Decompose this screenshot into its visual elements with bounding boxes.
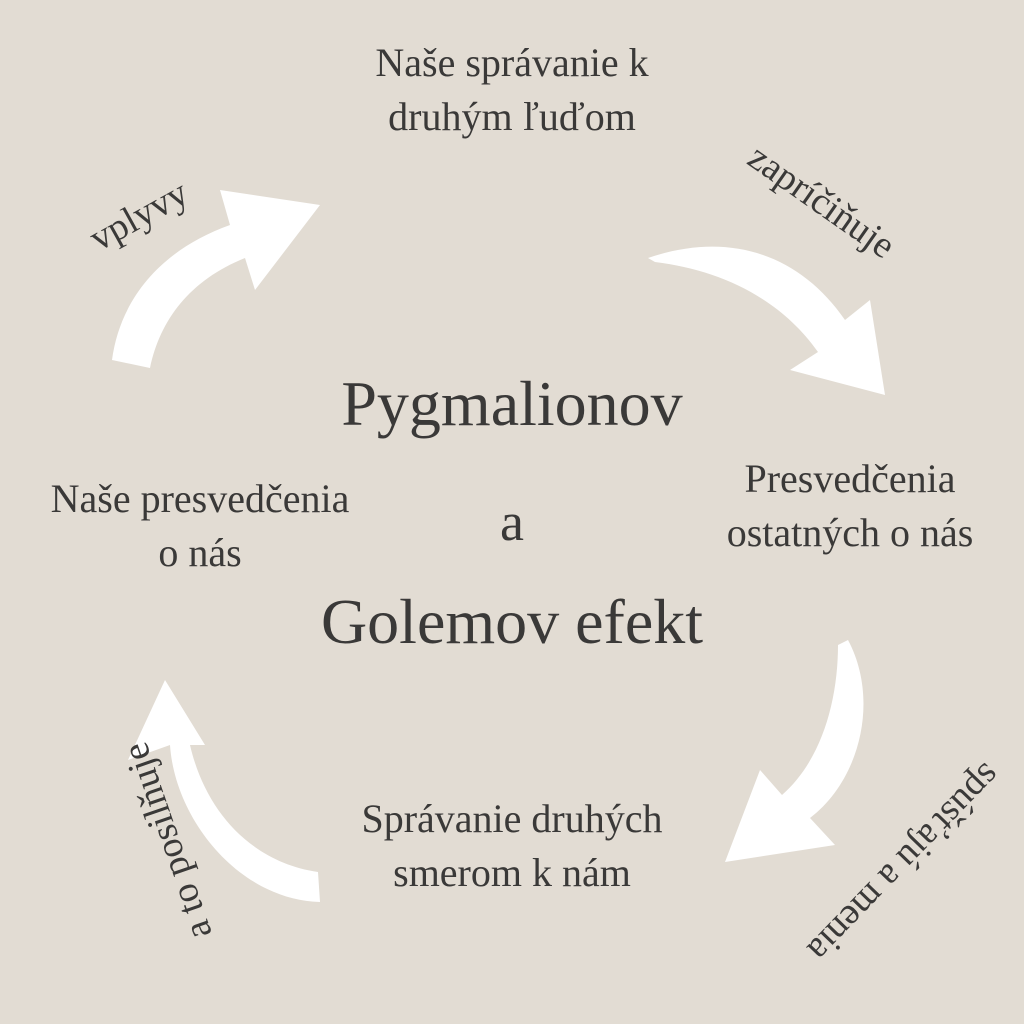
arrow-top-right [648, 246, 885, 395]
center-title-line2: a [500, 492, 524, 552]
node-right: Presvedčenia ostatných o nás [680, 452, 1020, 560]
center-title-line3: Golemov efekt [320, 586, 704, 657]
node-bottom: Správanie druhých smerom k nám [312, 792, 712, 900]
node-left-line2: o nás [158, 530, 242, 575]
node-left: Naše presvedčenia o nás [0, 472, 400, 580]
node-left-line1: Naše presvedčenia [50, 476, 350, 521]
node-top-line2: druhým ľuďom [388, 94, 636, 139]
node-bottom-line2: smerom k nám [393, 850, 631, 895]
center-title-line1: Pygmalionov [341, 368, 683, 439]
node-right-line1: Presvedčenia [744, 456, 956, 501]
node-top: Naše správanie k druhým ľuďom [312, 36, 712, 144]
node-top-line1: Naše správanie k [375, 40, 649, 85]
node-bottom-line1: Správanie druhých [361, 796, 663, 841]
arrow-top-left [112, 190, 320, 368]
arrow-bottom-left [128, 680, 320, 902]
arrow-bottom-right [725, 640, 864, 862]
node-right-line2: ostatných o nás [726, 510, 974, 555]
